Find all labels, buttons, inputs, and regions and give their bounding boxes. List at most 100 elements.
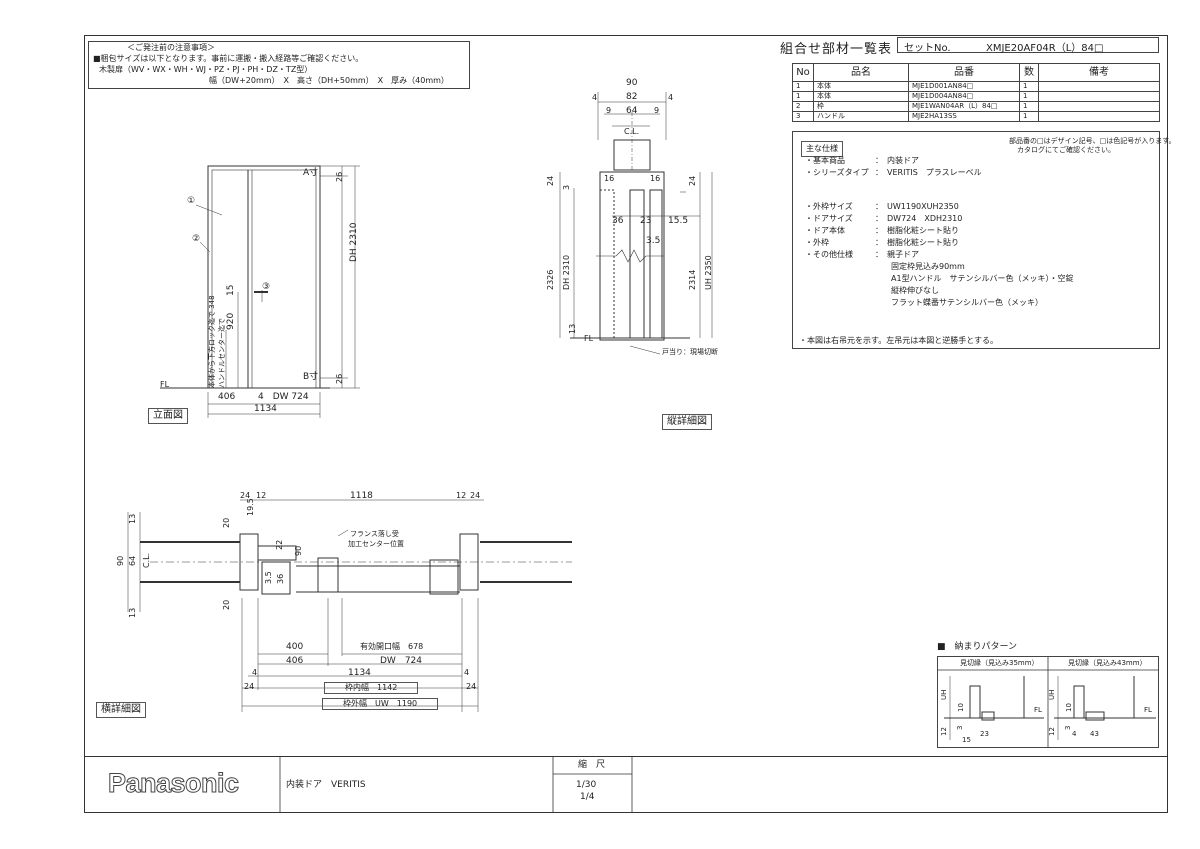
- dim-label: 12: [1048, 727, 1056, 736]
- dim-label: 15: [962, 736, 971, 744]
- dim-label: 枠外幅 UW 1190: [322, 698, 439, 710]
- dim-note: ハンドルセンター迄で: [218, 318, 226, 388]
- dim-label: 10: [957, 703, 965, 712]
- panasonic-logo: Panasonic: [108, 768, 240, 799]
- spec-value: ： VERITIS プラスレーベル: [875, 168, 982, 177]
- spec-extra: 縦枠伸びなし: [891, 286, 939, 295]
- dim-label: 90: [294, 545, 303, 556]
- pattern-a-label: 見切縁（見込み35mm）: [960, 659, 1039, 667]
- dim-label: 13: [568, 323, 577, 334]
- dim-label: DH 2310: [349, 222, 359, 262]
- set-number-value: XMJE20AF04R（L）84□: [986, 43, 1104, 54]
- fl-label: FL: [160, 380, 170, 389]
- spec-key: ・シリーズタイプ: [805, 168, 869, 177]
- dim-label: 24: [470, 491, 481, 500]
- spec-box: 主な仕様 部品番の□はデザイン記号、□は色記号が入ります。 カタログにてご確認く…: [792, 131, 1176, 349]
- dim-label: 12: [256, 491, 267, 500]
- dim-label: 406: [218, 392, 236, 402]
- notice-title: ＜ご発注前の注意事項＞: [127, 43, 215, 52]
- spec-value: ： 樹脂化粧シート貼り: [875, 226, 959, 235]
- view-label-horizontal: 横詳細図: [96, 702, 146, 718]
- spec-extra: フラット蝶番サテンシルバー色（メッキ）: [891, 298, 1043, 307]
- spec-value: ： 親子ドア: [875, 250, 919, 259]
- dim-label: 3.5: [646, 236, 661, 246]
- spec-key: ・基本商品: [805, 156, 845, 165]
- dim-label: 24: [244, 682, 255, 691]
- pattern-b-label: 見切縁（見込み43mm）: [1068, 659, 1147, 667]
- dim-label: 24: [688, 175, 697, 186]
- spec-value: ： DW724 XDH2310: [875, 214, 963, 223]
- dim-label: 12: [456, 491, 467, 500]
- dim-label: 90: [626, 78, 638, 88]
- notice-line: 木製扉（WV・WX・WH・WJ・PZ・PJ・PH・DZ・TZ型）: [99, 65, 313, 74]
- horizontal-detail-drawing: [127, 499, 572, 712]
- flange-note: 加工センター位置: [348, 540, 404, 548]
- dim-label: DW 724: [380, 656, 423, 666]
- dim-label: 24: [546, 175, 555, 186]
- fl-label: FL: [1034, 706, 1042, 714]
- scale-value: 1/4: [580, 792, 595, 802]
- dim-label: 10: [1065, 703, 1073, 712]
- elevation-drawing: [160, 165, 360, 418]
- dim-label: 1134: [348, 668, 371, 678]
- dim-label: 4: [668, 93, 674, 102]
- dim-label: 20: [222, 599, 231, 610]
- callout-2: ②: [192, 234, 201, 244]
- dim-label: 24: [240, 491, 251, 500]
- dim-label: 9: [606, 106, 612, 115]
- title-block: [84, 756, 1168, 814]
- product-name: 内装ドア VERITIS: [286, 780, 366, 790]
- dim-label: 16: [604, 174, 615, 183]
- fl-label: FL: [1144, 706, 1152, 714]
- dim-label: 枠内幅 1142: [324, 682, 419, 694]
- drawing-frame: [84, 35, 1168, 813]
- notice-line: ■梱包サイズは以下となります。事前に運搬・搬入経路等ご確認ください。: [93, 54, 364, 63]
- dim-label: 26: [335, 373, 344, 384]
- dim-label: UH: [1048, 689, 1056, 700]
- dim-label: 24: [466, 682, 477, 691]
- dim-label: 23: [980, 730, 989, 738]
- dim-label: 82: [626, 92, 638, 102]
- dim-label: 26: [335, 171, 344, 182]
- scale-value: 1/30: [576, 780, 597, 790]
- dim-label: 2326: [546, 269, 555, 290]
- dim-label: 22: [275, 539, 284, 550]
- spec-key: ・ドアサイズ: [805, 214, 853, 223]
- dim-label: 920: [226, 312, 236, 330]
- spec-footnote: ・本図は右吊元を示す。左吊元は本図と逆勝手とする。: [799, 336, 998, 345]
- pattern-drawings: [938, 656, 1158, 748]
- dim-note: 本体から下方ロック迄で 348: [208, 295, 216, 388]
- dim-label: 64: [128, 555, 137, 566]
- dim-label: 2314: [688, 269, 697, 290]
- dim-label: 36: [276, 573, 285, 584]
- view-label-elevation: 立面図: [148, 408, 188, 424]
- cl-label: C.L.: [142, 552, 151, 568]
- order-notice-box: ＜ご発注前の注意事項＞ ■梱包サイズは以下となります。事前に運搬・搬入経路等ご確…: [88, 41, 470, 89]
- dim-label: 36: [612, 216, 624, 226]
- spec-value: ： 内装ドア: [875, 156, 919, 165]
- dim-label: 15.5: [668, 216, 689, 226]
- dim-label: 15: [226, 284, 236, 296]
- pattern-title: ■ 納まりパターン: [937, 642, 1018, 652]
- set-number-label: セットNo.: [904, 43, 951, 54]
- dim-label: 4 DW 724: [258, 392, 309, 402]
- table-header-row: No 品名 品番 数 備考: [792, 63, 1160, 82]
- dim-label: 1118: [350, 491, 373, 501]
- parts-list-title: 組合せ部材一覧表: [780, 42, 893, 57]
- spec-key: ・外枠: [805, 238, 829, 247]
- cell-note: [1038, 111, 1160, 122]
- dim-label: 90: [116, 555, 125, 566]
- spec-value: ： UW1190XUH2350: [875, 202, 959, 211]
- dim-label: 4: [1072, 730, 1077, 738]
- vertical-detail-drawing: [559, 92, 713, 355]
- spec-extra: A1型ハンドル サテンシルバー色（メッキ）・空錠: [891, 274, 1074, 283]
- view-label-vertical: 縦詳細図: [662, 414, 712, 430]
- dim-label: 有効開口幅 678: [360, 642, 424, 651]
- dim-label: 20: [222, 517, 231, 528]
- dim-label: 400: [286, 642, 304, 652]
- mark-label: B寸: [303, 372, 319, 382]
- dim-label: 19.5: [246, 498, 255, 516]
- dim-label: 4: [464, 668, 470, 677]
- dim-label: 23: [640, 216, 652, 226]
